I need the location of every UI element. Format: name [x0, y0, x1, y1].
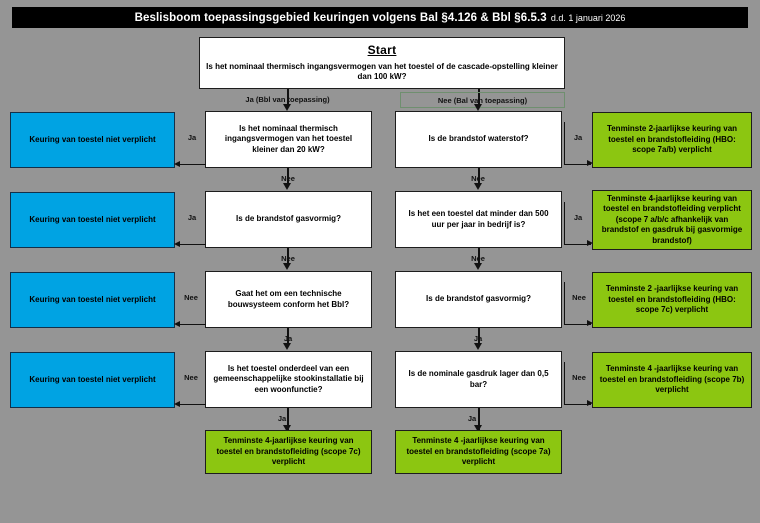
- arrowhead-left-4-down: [283, 425, 291, 432]
- outcome-right-2-label: Tenminste 4-jaarlijkse keuring van toest…: [601, 193, 743, 245]
- arrowhead-left-4: [174, 401, 180, 407]
- edge-label-left-4-side: Nee: [184, 372, 198, 382]
- decision-right-2[interactable]: Is het een toestel dat minder dan 500 uu…: [395, 191, 562, 248]
- connector-left-2-side: [178, 244, 206, 246]
- outcome-right-4[interactable]: Tenminste 4 -jaarlijkse keuring van toes…: [592, 352, 752, 408]
- edge-label-right-3-side: Nee: [572, 292, 586, 302]
- connector-start-right-stub: [478, 89, 480, 101]
- edge-label-left-4-down: Ja: [277, 413, 287, 423]
- start-heading: Start: [367, 42, 397, 57]
- arrowhead-right-3-down: [474, 343, 482, 350]
- decision-left-4[interactable]: Is het toestel onderdeel van een gemeens…: [205, 351, 372, 408]
- connector-left-4-side: [178, 404, 206, 406]
- branch-label-nee-bal: Nee (Bal van toepassing): [400, 92, 565, 108]
- connector-left-1-side: [178, 164, 206, 166]
- arrowhead-right-3: [587, 320, 593, 326]
- arrowhead-left-2-down: [283, 263, 291, 270]
- decision-right-1[interactable]: Is de brandstof waterstof?: [395, 111, 562, 168]
- outcome-right-1-label: Tenminste 2-jaarlijkse keuring van toest…: [606, 124, 738, 155]
- arrowhead-start-left: [283, 104, 291, 111]
- decision-right-4-label: Is de nominale gasdruk lager dan 0,5 bar…: [408, 368, 549, 389]
- outcome-left-4[interactable]: Keuring van toestel niet verplicht: [10, 352, 175, 408]
- outcome-left-1[interactable]: Keuring van toestel niet verplicht: [10, 112, 175, 168]
- start-question: Is het nominaal thermisch ingangsvermoge…: [206, 61, 558, 82]
- connector-right-3-side: [564, 282, 591, 325]
- arrowhead-start-right: [474, 104, 482, 111]
- connector-left-3-down-b: [287, 336, 289, 346]
- connector-left-1-down-b: [287, 176, 289, 186]
- decision-left-4-label: Is het toestel onderdeel van een gemeens…: [213, 363, 364, 394]
- outcome-left-4-label: Keuring van toestel niet verplicht: [29, 374, 156, 384]
- arrowhead-right-1-down: [474, 183, 482, 190]
- arrowhead-left-2: [174, 241, 180, 247]
- connector-start-left-down: [287, 100, 289, 107]
- decision-right-4[interactable]: Is de nominale gasdruk lager dan 0,5 bar…: [395, 351, 562, 408]
- connector-right-1-side: [564, 122, 591, 165]
- decision-left-1[interactable]: Is het nominaal thermisch ingangsvermoge…: [205, 111, 372, 168]
- edge-label-right-4-down: Ja: [467, 413, 477, 423]
- arrowhead-right-4: [587, 400, 593, 406]
- arrowhead-right-4-down: [474, 425, 482, 432]
- connector-right-3-down-b: [478, 336, 480, 346]
- outcome-right-1[interactable]: Tenminste 2-jaarlijkse keuring van toest…: [592, 112, 752, 168]
- connector-left-4-down: [287, 408, 289, 430]
- decision-left-3-label: Gaat het om een technische bouwsysteem c…: [227, 288, 350, 309]
- outcome-left-2-label: Keuring van toestel niet verplicht: [29, 214, 156, 224]
- connector-right-2-down-b: [478, 256, 480, 266]
- decision-left-2[interactable]: Is de brandstof gasvormig?: [205, 191, 372, 248]
- outcome-left-final[interactable]: Tenminste 4-jaarlijkse keuring van toest…: [205, 430, 372, 474]
- outcome-left-3-label: Keuring van toestel niet verplicht: [29, 294, 156, 304]
- edge-label-left-3-side: Nee: [184, 292, 198, 302]
- outcome-left-final-label: Tenminste 4-jaarlijkse keuring van toest…: [216, 436, 361, 467]
- decision-right-2-label: Is het een toestel dat minder dan 500 uu…: [408, 208, 549, 229]
- outcome-right-2[interactable]: Tenminste 4-jaarlijkse keuring van toest…: [592, 190, 752, 250]
- decision-right-3[interactable]: Is de brandstof gasvormig?: [395, 271, 562, 328]
- edge-label-right-1-down: Nee: [458, 172, 498, 184]
- connector-right-4-side: [564, 362, 591, 405]
- connector-left-2-down-b: [287, 256, 289, 266]
- outcome-right-final[interactable]: Tenminste 4 -jaarlijkse keuring van toes…: [395, 430, 562, 474]
- arrowhead-right-2: [587, 240, 593, 246]
- connector-left-3-side: [178, 324, 206, 326]
- outcome-right-4-label: Tenminste 4 -jaarlijkse keuring van toes…: [599, 364, 745, 395]
- arrowhead-left-3-down: [283, 343, 291, 350]
- arrowhead-left-1: [174, 161, 180, 167]
- page-title-date: d.d. 1 januari 2026: [550, 12, 626, 23]
- outcome-right-3[interactable]: Tenminste 2 -jaarlijkse keuring van toes…: [592, 272, 752, 328]
- connector-start-left-stub: [287, 89, 289, 101]
- start-node[interactable]: Start Is het nominaal thermisch ingangsv…: [199, 37, 565, 89]
- edge-label-right-2-side: Ja: [573, 212, 583, 222]
- edge-label-right-1-side: Ja: [573, 132, 583, 142]
- arrowhead-right-1: [587, 160, 593, 166]
- decision-right-1-label: Is de brandstof waterstof?: [428, 134, 529, 144]
- edge-label-right-4-side: Nee: [572, 372, 586, 382]
- decision-left-2-label: Is de brandstof gasvormig?: [236, 214, 341, 224]
- edge-label-left-1-side: Ja: [187, 132, 197, 142]
- outcome-right-final-label: Tenminste 4 -jaarlijkse keuring van toes…: [406, 436, 551, 467]
- outcome-right-3-label: Tenminste 2 -jaarlijkse keuring van toes…: [605, 284, 739, 315]
- page-title-main: Beslisboom toepassingsgebied keuringen v…: [134, 11, 547, 24]
- connector-start-right-down: [478, 100, 480, 107]
- edge-label-right-2-down: Nee: [458, 252, 498, 264]
- page-title: Beslisboom toepassingsgebied keuringen v…: [12, 7, 748, 28]
- outcome-left-2[interactable]: Keuring van toestel niet verplicht: [10, 192, 175, 248]
- outcome-left-1-label: Keuring van toestel niet verplicht: [29, 134, 156, 144]
- arrowhead-right-2-down: [474, 263, 482, 270]
- outcome-left-3[interactable]: Keuring van toestel niet verplicht: [10, 272, 175, 328]
- decision-left-1-label: Is het nominaal thermisch ingangsvermoge…: [224, 123, 353, 154]
- connector-right-4-down: [478, 408, 480, 430]
- connector-right-1-down-b: [478, 176, 480, 186]
- arrowhead-left-3: [174, 321, 180, 327]
- edge-label-left-2-side: Ja: [187, 212, 197, 222]
- decision-right-3-label: Is de brandstof gasvormig?: [426, 294, 531, 304]
- connector-right-2-side: [564, 202, 591, 245]
- decision-left-3[interactable]: Gaat het om een technische bouwsysteem c…: [205, 271, 372, 328]
- branch-label-ja-bbl: Ja (Bbl van toepassing): [245, 94, 330, 104]
- arrowhead-left-1-down: [283, 183, 291, 190]
